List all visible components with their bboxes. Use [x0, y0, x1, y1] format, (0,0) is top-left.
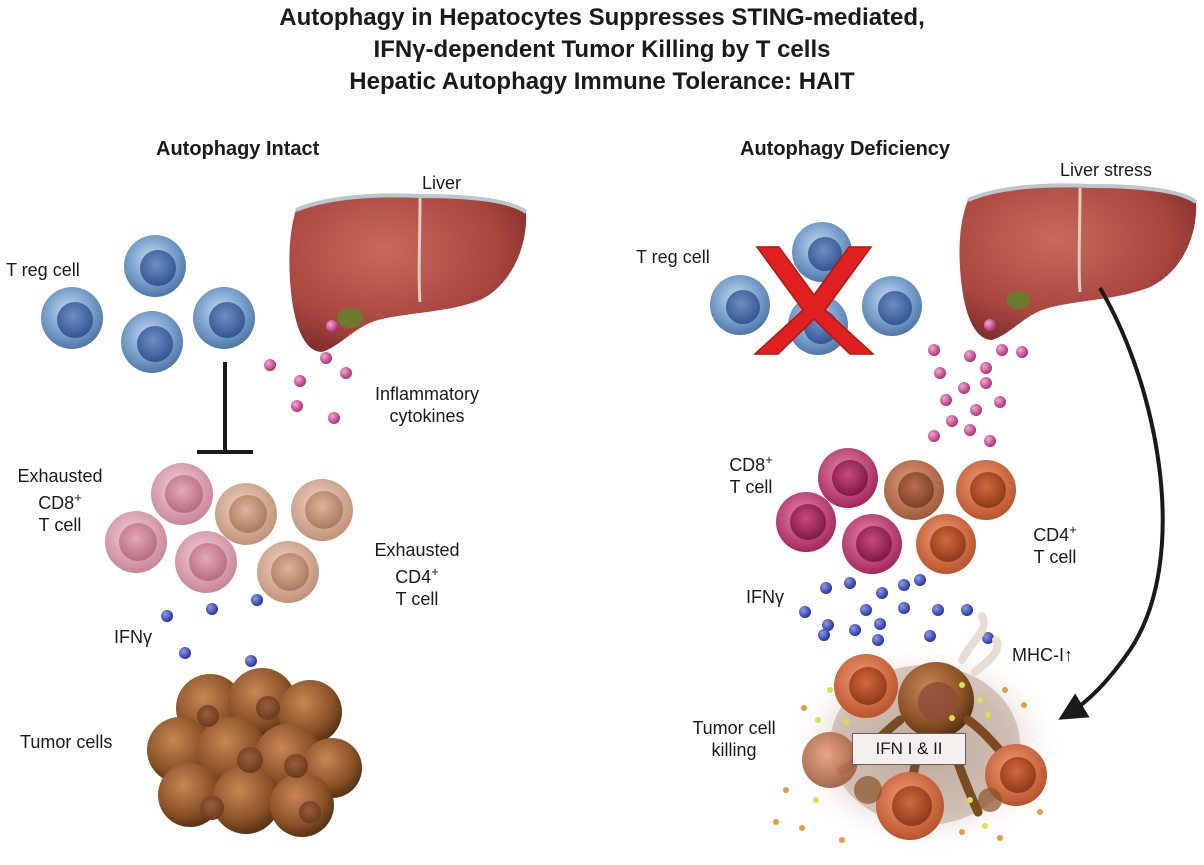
- exhausted-cd8-cell-1: [151, 463, 213, 525]
- tumor-cells-cluster: [147, 668, 362, 837]
- cytokines-label-line2: cytokines: [389, 406, 465, 426]
- liver-left: [289, 193, 528, 352]
- treg-cell-left-2: [41, 287, 103, 349]
- treg-cell-right-4: [862, 276, 922, 336]
- exhausted-cd8-label-line3: T cell: [38, 515, 82, 535]
- ifn-box: IFN I & II: [852, 733, 966, 765]
- cytokines-label: Inflammatory cytokines: [344, 383, 510, 427]
- mhc-label: MHC-I↑: [1012, 645, 1073, 665]
- exhausted-cd4-cell-1: [215, 483, 277, 545]
- exhausted-cd4-label-line1: Exhausted: [374, 540, 460, 560]
- cytokines-left: [264, 320, 352, 424]
- ifng-dots-right: [799, 574, 994, 646]
- title-line-2: IFNγ-dependent Tumor Killing by T cells: [373, 36, 831, 63]
- exhausted-cd8-cell-3: [175, 531, 237, 593]
- cd8-label-line2: T cell: [729, 477, 773, 497]
- cd4-label-line1: CD4: [1033, 525, 1070, 545]
- exhausted-cd8-label: Exhausted CD8+ T cell: [0, 465, 120, 536]
- cd8-cell-2: [776, 492, 836, 552]
- liver-label-left: Liver: [422, 173, 462, 193]
- tumor-killing-label-line1: Tumor cell: [692, 718, 776, 738]
- inhibition-bar: [197, 362, 253, 454]
- treg-cell-right-2: [710, 275, 770, 335]
- cd4-cell-1: [884, 460, 944, 520]
- exhausted-cd4-label: Exhausted CD4+ T cell: [352, 539, 482, 610]
- cytokines-right: [928, 319, 1028, 447]
- treg-label-right: T reg cell: [636, 247, 710, 267]
- exhausted-cd4-label-line2: CD4: [395, 567, 432, 587]
- liver-right: [959, 183, 1198, 340]
- exhausted-cd4-cell-2: [291, 479, 353, 541]
- cytokines-label-line1: Inflammatory: [374, 384, 480, 404]
- title-line-3: Hepatic Autophagy Immune Tolerance: HAIT: [349, 68, 855, 95]
- superscript-plus: +: [74, 490, 82, 505]
- superscript-plus: +: [431, 564, 439, 579]
- treg-cell-left-3: [121, 311, 183, 373]
- tumor-killing-label: Tumor cell killing: [676, 717, 792, 761]
- curved-arrow: [1058, 286, 1165, 720]
- cd4-label: CD4+ T cell: [1010, 519, 1100, 568]
- superscript-plus: +: [1069, 522, 1077, 537]
- exhausted-cd4-cell-3: [257, 541, 319, 603]
- heading-autophagy-deficiency: Autophagy Deficiency: [740, 138, 951, 160]
- cd8-label-line1: CD8: [729, 455, 766, 475]
- exhausted-cd8-label-line1: Exhausted: [17, 466, 103, 486]
- cd4-cell-3: [916, 514, 976, 574]
- cd8-cell-1: [818, 448, 878, 508]
- liver-stress-label: Liver stress: [1060, 160, 1153, 180]
- title-line-1: Autophagy in Hepatocytes Suppresses STIN…: [279, 4, 925, 31]
- treg-cell-left-1: [124, 235, 186, 297]
- cd8-label: CD8+ T cell: [706, 449, 796, 498]
- exhausted-cd8-label-line2: CD8: [38, 493, 75, 513]
- superscript-plus: +: [765, 452, 773, 467]
- treg-label-left: T reg cell: [6, 260, 80, 280]
- exhausted-cd8-cell-2: [105, 511, 167, 573]
- block-x-icon: [753, 246, 875, 355]
- cd4-label-line2: T cell: [1033, 547, 1077, 567]
- ifng-label-right: IFNγ: [746, 587, 784, 607]
- exhausted-cd4-label-line3: T cell: [395, 589, 439, 609]
- tumor-killing-label-line2: killing: [711, 740, 757, 760]
- heading-autophagy-intact: Autophagy Intact: [156, 138, 320, 160]
- ifng-dots-left: [161, 594, 263, 667]
- treg-cell-left-4: [193, 287, 255, 349]
- cd8-cell-3: [842, 514, 902, 574]
- cd4-cell-2: [956, 460, 1016, 520]
- tumor-cells-label: Tumor cells: [20, 732, 113, 752]
- ifng-label-left: IFNγ: [114, 627, 152, 647]
